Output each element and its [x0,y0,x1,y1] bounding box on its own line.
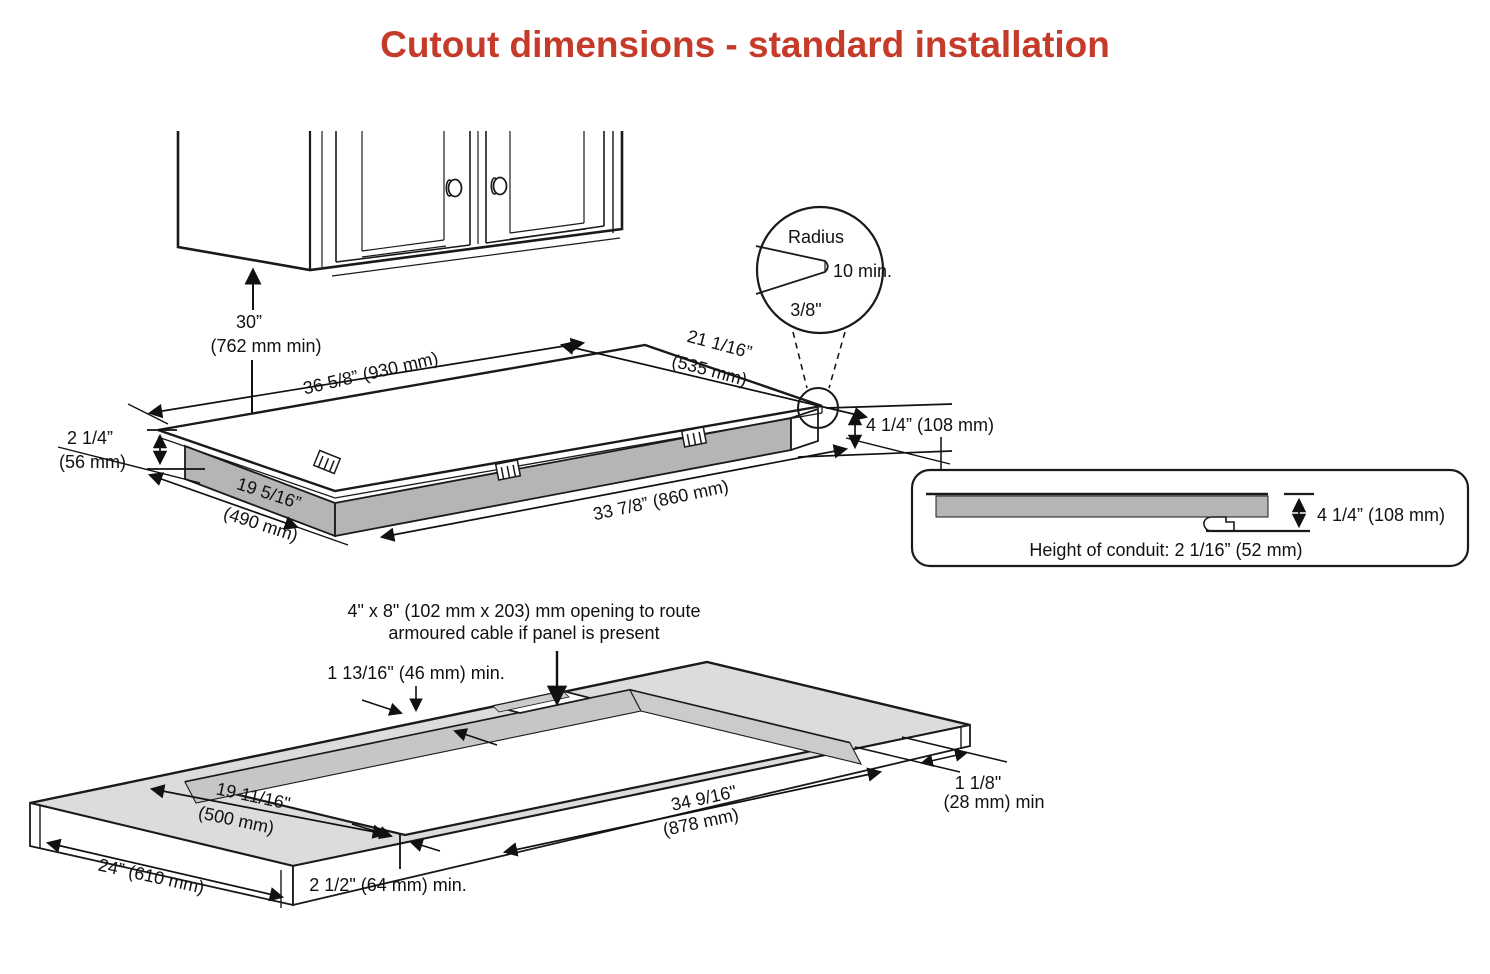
radius-detail-title: Radius [788,227,844,247]
right-clearance-label-line2: (28 mm) min [943,792,1044,812]
right-height-label: 4 1/4” (108 mm) [866,415,994,435]
cooktop-profile [935,495,1269,518]
clearance-height-label-line1: 30” [236,312,262,332]
cabinet-knob-left [445,178,463,198]
clearance-height-label-line2: (762 mm min) [210,336,321,356]
conduit-shape [1203,516,1235,532]
side-panel-height-label: 4 1/4” (108 mm) [1317,505,1445,525]
right-clearance-label-line1: 1 1/8" [955,773,1001,793]
radius-detail-callout [755,205,885,429]
mounting-clip [312,449,342,475]
cabinet-knob-right [490,176,508,196]
left-height-label-line1: 2 1/4” [67,428,113,448]
wall-cabinet-drawing [176,131,624,277]
detail-circle [755,205,885,335]
front-clearance-label: 2 1/2" (64 mm) min. [309,875,466,895]
radius-inch-label: 3/8" [790,300,821,320]
back-clearance-label: 1 13/16" (46 mm) min. [327,663,504,683]
mounting-clip [680,426,708,448]
corner-reference-circle [797,387,839,429]
cooktop-body-right-face [790,407,819,452]
cable-opening-note-line2: armoured cable if panel is present [388,623,659,643]
side-view-panel [910,437,1470,568]
radius-mm-label: 10 min. [833,261,892,281]
left-height-label-line2: (56 mm) [59,452,126,472]
countertop-dimensions [45,651,1008,902]
cooktop-dimensions [57,337,953,546]
conduit-height-label: Height of conduit: 2 1/16” (52 mm) [1029,540,1302,560]
cutout-right-wall [628,689,863,765]
mounting-clip [494,459,522,481]
page-title: Cutout dimensions - standard installatio… [380,24,1110,65]
cable-opening-note-line1: 4" x 8" (102 mm x 203) mm opening to rou… [348,601,701,621]
